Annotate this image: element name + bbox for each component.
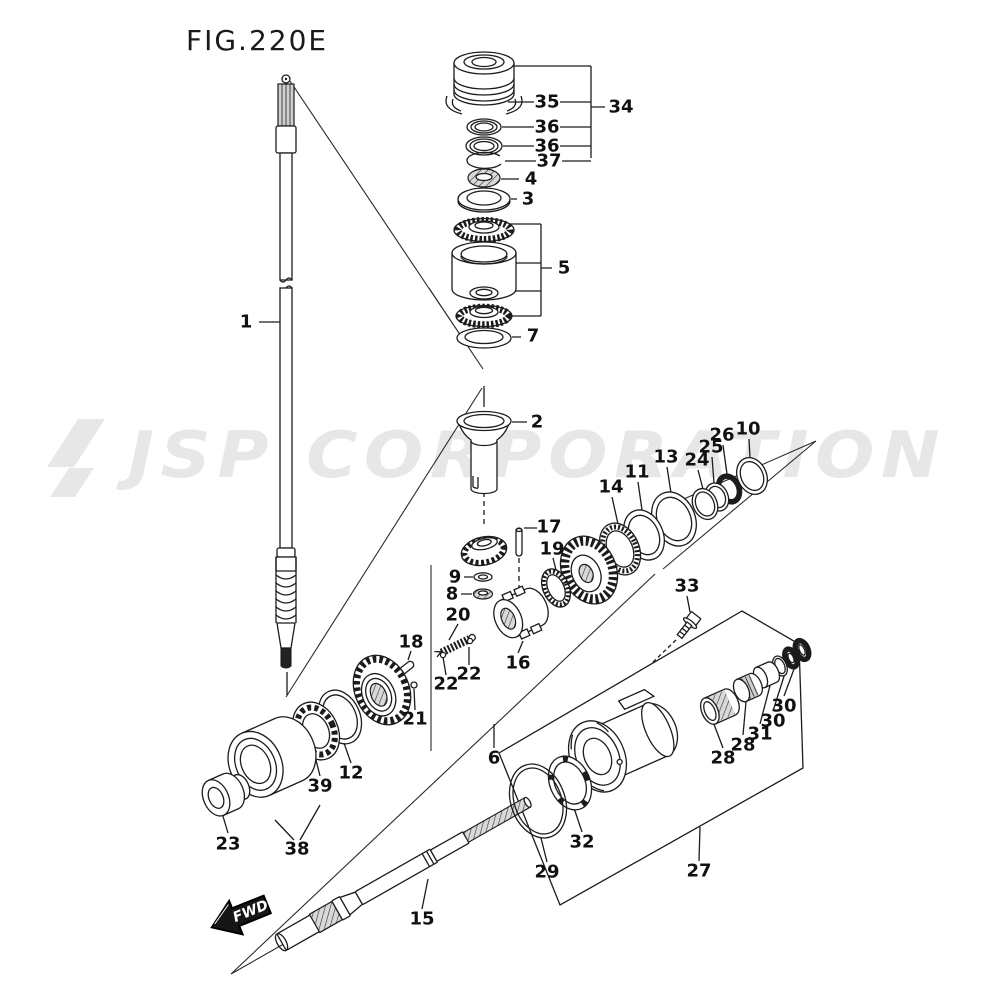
- part-forward-gear: [352, 654, 412, 726]
- part-label-30: 30: [771, 696, 796, 717]
- part-label-28: 28: [730, 735, 755, 756]
- part-22-pin: [466, 637, 474, 645]
- part-label-6: 6: [488, 748, 501, 769]
- part-3-washer: [457, 187, 511, 213]
- part-label-37: 37: [536, 151, 561, 172]
- part-35-c-ring: [445, 95, 523, 115]
- part-24-ring: [691, 487, 719, 521]
- group-27-box: [498, 610, 804, 906]
- part-28-splined-bush: [732, 672, 763, 703]
- fwd-arrow: FWD: [210, 894, 273, 936]
- part-label-20: 20: [445, 605, 470, 626]
- part-label-24: 24: [684, 450, 709, 471]
- part-4-nut: [467, 168, 501, 188]
- part-23-bushing: [201, 772, 251, 817]
- part-label-21: 21: [402, 709, 427, 730]
- part-label-10: 10: [735, 419, 760, 440]
- part-label-11: 11: [624, 462, 649, 483]
- part-33-bolt: [676, 611, 702, 640]
- part-label-36: 36: [534, 136, 559, 157]
- part-label-35: 35: [534, 92, 559, 113]
- part-label-30: 30: [760, 711, 785, 732]
- leader-lines: [221, 65, 817, 975]
- part-reverse-gear: [559, 535, 619, 605]
- part-10-ring: [736, 457, 768, 495]
- part-label-15: 15: [409, 909, 434, 930]
- part-label-23: 23: [215, 834, 240, 855]
- part-label-16: 16: [505, 653, 530, 674]
- part-16-clutch-dog: [493, 585, 549, 640]
- part-label-9: 9: [449, 567, 462, 588]
- part-label-29: 29: [534, 862, 559, 883]
- part-17-pin: [515, 527, 523, 557]
- part-1-drive-shaft: [275, 74, 297, 669]
- part-9-washer: [473, 572, 493, 582]
- part-label-3: 3: [522, 189, 535, 210]
- part-label-39: 39: [307, 776, 332, 797]
- part-29-o-ring: [508, 763, 568, 839]
- part-32-tab-washer: [547, 755, 593, 811]
- part-28-needle-bearing: [699, 688, 740, 725]
- part-21-ball: [410, 681, 418, 689]
- part-label-13: 13: [653, 447, 678, 468]
- part-label-2: 2: [531, 412, 544, 433]
- part-label-5: 5: [558, 258, 571, 279]
- part-label-17: 17: [536, 517, 561, 538]
- part-label-28: 28: [710, 748, 735, 769]
- part-label-7: 7: [527, 326, 540, 347]
- part-label-25: 25: [698, 437, 723, 458]
- part-label-38: 38: [284, 839, 309, 860]
- figure-title: FIG.220E: [186, 24, 328, 57]
- part-label-32: 32: [569, 832, 594, 853]
- part-bearing-carrier: [567, 688, 679, 793]
- part-label-22: 22: [433, 674, 458, 695]
- part-label-22: 22: [456, 664, 481, 685]
- part-label-34: 34: [608, 97, 633, 118]
- part-30-seal: [782, 646, 800, 670]
- part-label-19: 19: [539, 539, 564, 560]
- part-pinion-gear: [460, 535, 508, 567]
- part-15-propeller-shaft: [274, 796, 532, 952]
- part-22-pin: [439, 651, 447, 659]
- part-label-1: 1: [240, 312, 253, 333]
- part-19-washer: [540, 568, 572, 608]
- part-label-31: 31: [747, 724, 772, 745]
- part-label-4: 4: [525, 169, 538, 190]
- part-36-ring: [466, 118, 502, 136]
- part-5-bearing-set: [451, 217, 517, 329]
- part-label-36: 36: [534, 117, 559, 138]
- part-label-14: 14: [598, 477, 623, 498]
- part-label-33: 33: [674, 576, 699, 597]
- part-label-26: 26: [709, 425, 734, 446]
- watermark-text: JSP CORPORATION: [116, 419, 946, 493]
- part-34-bearing-housing: [453, 51, 515, 106]
- part-8-nut: [472, 588, 494, 600]
- part-label-8: 8: [446, 584, 459, 605]
- part-7-ring: [456, 327, 512, 349]
- watermark: JSP CORPORATION: [47, 419, 946, 497]
- part-2-sleeve: [456, 410, 512, 495]
- part-label-27: 27: [686, 861, 711, 882]
- part-label-18: 18: [398, 632, 423, 653]
- part-label-12: 12: [338, 763, 363, 784]
- part-37-snap-ring: [466, 151, 502, 170]
